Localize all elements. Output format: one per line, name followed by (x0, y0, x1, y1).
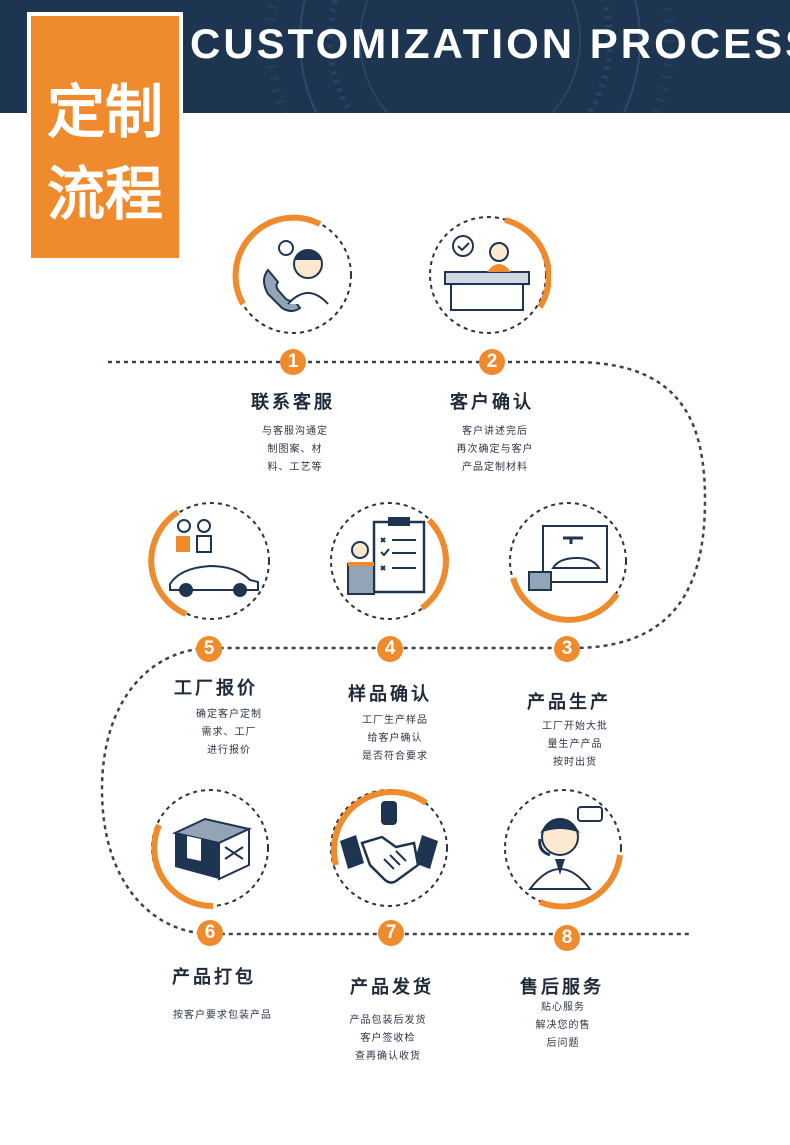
step-2-description: 客户讲述完后再次确定与客户产品定制材料 (456, 426, 534, 473)
badge-line-1: 定制 (46, 78, 163, 146)
step-6-description: 按客户要求包装产品 (173, 1010, 272, 1021)
step-8-title: 售后服务 (520, 977, 604, 998)
handshake-icon (326, 785, 452, 911)
step-1-number: 1 (280, 349, 306, 375)
step-7-title: 产品发货 (350, 977, 434, 998)
step-8-description: 贴心服务解决您的售后问题 (535, 1002, 591, 1049)
step-4-title: 样品确认 (348, 684, 432, 705)
customer-service-phone-icon (230, 212, 356, 338)
production-board-icon (505, 498, 631, 624)
badge-line-2: 流程 (46, 160, 163, 228)
step-2-title: 客户确认 (450, 392, 534, 413)
step-3-title: 产品生产 (527, 692, 611, 713)
step-5-number: 5 (196, 636, 222, 662)
step-7-number: 7 (378, 920, 404, 946)
package-box-icon (147, 785, 273, 911)
step-6-title: 产品打包 (172, 967, 256, 988)
banner-decoration (265, 0, 675, 113)
title-badge: 定制 流程 (27, 12, 183, 262)
page-title: CUSTOMIZATION PROCESS (190, 20, 790, 67)
step-5-title: 工厂报价 (174, 678, 258, 699)
car-quote-icon (148, 498, 274, 624)
step-4-description: 工厂生产样品给客户确认是否符合要求 (362, 715, 428, 762)
step-1-title: 联系客服 (251, 392, 335, 413)
reception-desk-icon (425, 212, 552, 338)
step-1-description: 与客服沟通定制图案、材料、工艺等 (262, 426, 328, 473)
headset-support-icon (500, 785, 626, 911)
step-7-description: 产品包装后发货客户签收检查再确认收货 (349, 1015, 427, 1062)
step-8-number: 8 (554, 925, 580, 951)
step-6-number: 6 (197, 920, 223, 946)
clipboard-checklist-icon (326, 498, 452, 624)
step-3-number: 3 (554, 636, 580, 662)
step-4-number: 4 (377, 636, 403, 662)
step-5-description: 确定客户定制需求、工厂进行报价 (196, 709, 262, 756)
step-3-description: 工厂开始大批量生产产品按时出货 (542, 721, 608, 768)
step-2-number: 2 (479, 349, 505, 375)
